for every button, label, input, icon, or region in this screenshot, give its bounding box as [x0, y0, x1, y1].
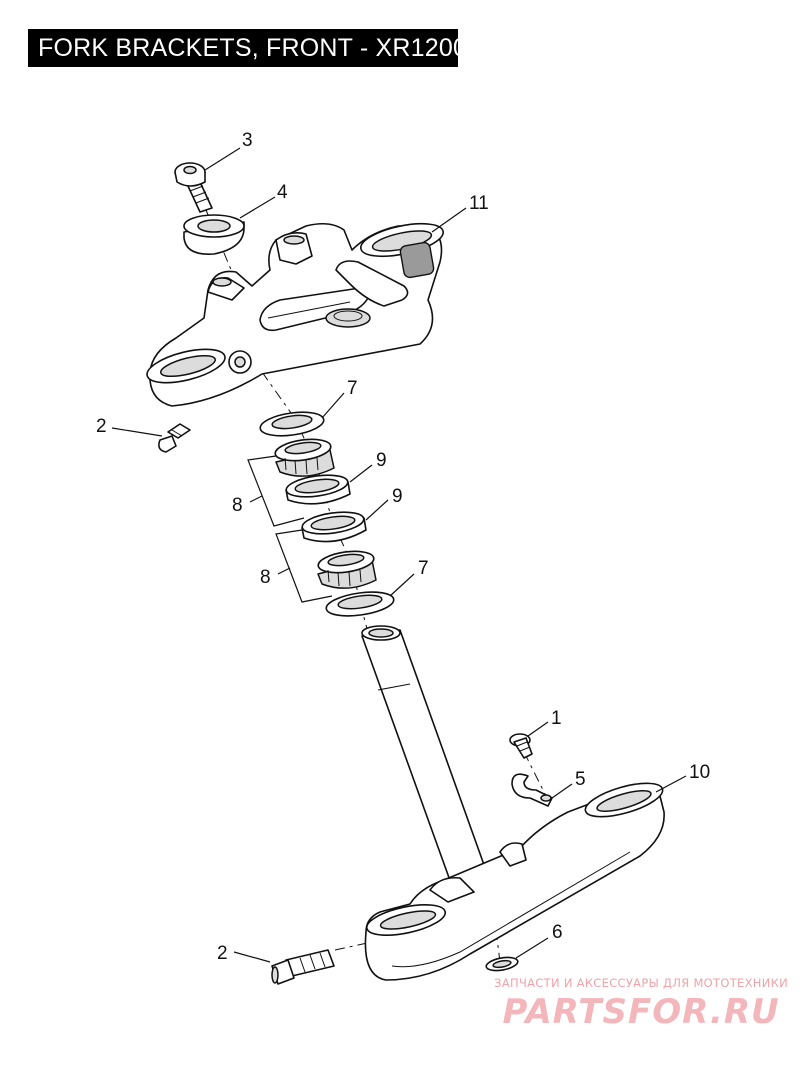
- callout-8-lower: 8: [260, 567, 271, 588]
- callout-10: 10: [689, 762, 710, 783]
- assembly-axis-bolt5: [523, 751, 549, 801]
- callout-1: 1: [551, 708, 562, 729]
- leader-line-6: [515, 937, 549, 959]
- watermark: ЗАПЧАСТИ И АКСЕССУАРЫ ДЛЯ МОТОТЕХНИКИ PA…: [494, 976, 788, 1032]
- leader-line-3: [204, 147, 241, 171]
- dust-seal-part-7-upper: [259, 411, 325, 437]
- leader-line-1: [527, 721, 549, 737]
- dust-seal-part-7-lower: [325, 591, 395, 617]
- leader-line-5: [551, 783, 573, 799]
- callout-8-upper: 8: [232, 495, 243, 516]
- lower-fork-bracket-part-10: [361, 625, 665, 981]
- leader-line-9-lower: [365, 499, 389, 521]
- screw-part-1: [509, 733, 533, 759]
- upper-fork-bracket-part-11: [146, 222, 444, 407]
- cable-clip-part-5: [511, 773, 553, 807]
- leader-line-7-upper: [321, 392, 345, 419]
- leader-line-8-upper: [249, 495, 263, 503]
- leader-line-7-lower: [389, 573, 415, 597]
- bracket-8-upper: [247, 455, 305, 527]
- callout-3: 3: [242, 130, 253, 151]
- leader-line-2-lower: [233, 951, 271, 963]
- bearing-cup-part-9-lower: [301, 511, 367, 543]
- callout-4: 4: [277, 182, 288, 203]
- bearing-cup-part-9-upper: [285, 474, 351, 505]
- leader-line-10: [655, 775, 687, 793]
- callout-7-upper: 7: [347, 378, 358, 399]
- leader-line-11: [431, 207, 467, 233]
- page-title: FORK BRACKETS, FRONT - XR1200X: [28, 29, 484, 67]
- callout-7-lower: 7: [418, 558, 429, 579]
- callout-9-lower: 9: [392, 486, 403, 507]
- callout-9-upper: 9: [376, 450, 387, 471]
- leader-line-9-upper: [349, 464, 373, 483]
- cap-washer-part-4: [183, 214, 245, 255]
- small-bolt-part-2-upper: [158, 423, 191, 453]
- leader-line-8-lower: [277, 567, 291, 575]
- callout-5: 5: [575, 769, 586, 790]
- callout-2-lower: 2: [217, 943, 228, 964]
- cap-screw-part-3: [174, 162, 213, 213]
- callout-6: 6: [552, 922, 563, 943]
- bearing-cone-part-8-lower: [317, 550, 377, 589]
- callout-2-upper: 2: [96, 416, 107, 437]
- long-bolt-part-2-lower: [271, 949, 335, 985]
- leader-line-2-upper: [111, 427, 163, 437]
- watermark-logo: PARTSFOR.RU: [502, 992, 780, 1032]
- leader-line-4: [239, 196, 276, 219]
- nut-part-6: [485, 956, 519, 972]
- watermark-tagline: ЗАПЧАСТИ И АКСЕССУАРЫ ДЛЯ МОТОТЕХНИКИ: [494, 976, 788, 990]
- callout-11: 11: [469, 193, 489, 214]
- bearing-cone-part-8-upper: [274, 438, 335, 477]
